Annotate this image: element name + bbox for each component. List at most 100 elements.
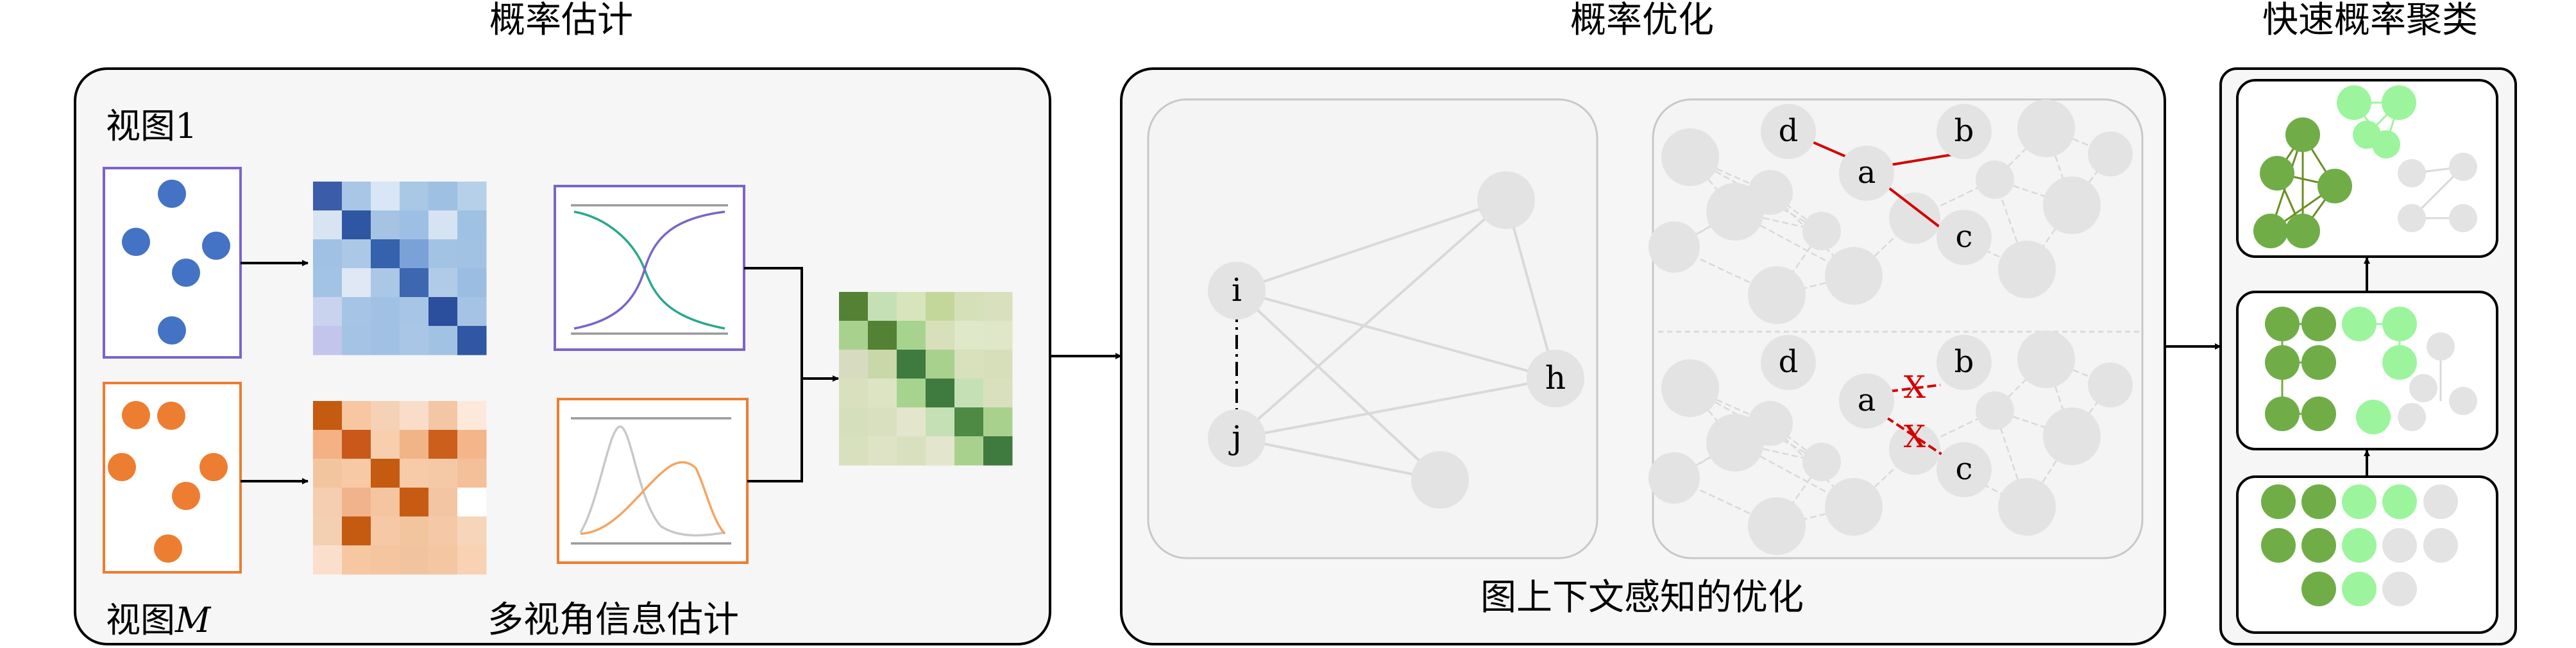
- matrix-cell: [868, 407, 897, 437]
- cluster-node: [2427, 332, 2455, 361]
- graph-edge: [1236, 289, 1556, 380]
- view-1-similarity-matrix: [313, 182, 487, 355]
- cluster-node: [2261, 528, 2296, 563]
- cluster-node: [2423, 528, 2458, 563]
- matrix-cell: [428, 459, 458, 488]
- matrix-cell: [400, 268, 429, 298]
- matrix-cell: [428, 488, 458, 517]
- matrix-cell: [342, 516, 371, 546]
- matrix-cell: [897, 379, 926, 408]
- matrix-cell: [897, 436, 926, 466]
- matrix-cell: [371, 459, 400, 488]
- matrix-cell: [313, 326, 343, 355]
- matrix-cell: [342, 210, 371, 240]
- context-node: [1748, 266, 1806, 324]
- matrix-cell: [400, 488, 429, 517]
- initial-stage-nodes: [2261, 484, 2458, 606]
- cluster-node: [2382, 85, 2416, 120]
- matrix-cell: [371, 401, 400, 431]
- cluster-node: [2265, 396, 2300, 431]
- cluster-node: [2301, 396, 2336, 431]
- graph-node-j: j: [1208, 409, 1266, 467]
- matrix-cell: [839, 379, 869, 408]
- matrix-cell: [457, 459, 487, 488]
- context-node: [1976, 391, 2014, 430]
- cluster-node: [2301, 307, 2336, 341]
- matrix-cell: [897, 350, 926, 379]
- context-node: [2088, 362, 2133, 407]
- matrix-cell: [457, 401, 487, 431]
- final-stage-nodes: [2253, 85, 2477, 248]
- context-node: [1748, 170, 1793, 215]
- cluster-node: [2342, 484, 2377, 519]
- matrix-cell: [342, 488, 371, 517]
- matrix-cell: [428, 545, 458, 575]
- matrix-cell: [400, 210, 429, 240]
- cluster-node: [2382, 307, 2417, 341]
- view-m-point: [122, 401, 150, 429]
- graph-edge: [1235, 199, 1507, 439]
- view-m-point: [172, 482, 200, 510]
- matrix-cell: [342, 326, 371, 355]
- context-node: [1889, 423, 1940, 475]
- cluster-node: [2449, 153, 2477, 181]
- node-label-h: h: [1545, 359, 1566, 396]
- context-node: [1661, 359, 1719, 417]
- matrix-cell: [313, 297, 343, 327]
- matrix-cell: [400, 401, 429, 431]
- cluster-node: [2423, 484, 2458, 519]
- matrix-cell: [868, 350, 897, 379]
- context-node: [1748, 497, 1806, 555]
- cluster-node: [2301, 528, 2336, 563]
- matrix-cell: [839, 350, 869, 379]
- cluster-node: [2265, 345, 2300, 380]
- cluster-node: [2342, 572, 2377, 606]
- matrix-cell: [400, 516, 429, 546]
- view-1-distribution-box: [554, 185, 745, 351]
- cluster-node: [2382, 528, 2417, 563]
- cluster-node: [2301, 345, 2336, 380]
- view-m-point: [108, 453, 136, 481]
- context-node: [1825, 247, 1883, 305]
- view-m-label: 视图M: [106, 600, 212, 640]
- matrix-cell: [954, 321, 984, 350]
- matrix-cell: [371, 239, 400, 269]
- matrix-cell: [342, 268, 371, 298]
- view-m-point: [154, 534, 182, 563]
- matrix-cell: [983, 350, 1013, 379]
- matrix-cell: [313, 210, 343, 240]
- matrix-cell: [371, 268, 400, 298]
- cluster-node: [2449, 387, 2477, 415]
- view-m-curve-orange: [580, 461, 726, 535]
- matrix-cell: [457, 326, 487, 355]
- matrix-cell: [371, 297, 400, 327]
- matrix-cell: [428, 516, 458, 546]
- matrix-cell: [342, 459, 371, 488]
- matrix-cell: [428, 430, 458, 459]
- cluster-node: [2398, 159, 2426, 187]
- matrix-cell: [457, 545, 487, 575]
- middle-stage-nodes: [2265, 307, 2477, 434]
- matrix-cell: [313, 268, 343, 298]
- context-node: [2043, 176, 2101, 234]
- cluster-node: [2382, 345, 2417, 380]
- cluster-node: [2261, 484, 2296, 519]
- estimation-title: 概率估计: [489, 0, 633, 41]
- matrix-cell: [983, 292, 1013, 321]
- cluster-node: [2301, 572, 2336, 606]
- view-m-similarity-matrix: [313, 401, 487, 575]
- matrix-cell: [371, 516, 400, 546]
- bottom-cut-edges: [1885, 384, 1945, 457]
- matrix-cell: [428, 268, 458, 298]
- cluster-node: [2449, 204, 2477, 232]
- matrix-cell: [342, 297, 371, 327]
- matrix-cell: [371, 326, 400, 355]
- matrix-cell: [371, 210, 400, 240]
- matrix-cell: [342, 182, 371, 211]
- view-1-point: [122, 228, 150, 256]
- matrix-cell: [400, 239, 429, 269]
- context-node: [1802, 212, 1841, 250]
- graph-edge: [1505, 200, 1557, 379]
- matrix-cell: [926, 407, 955, 437]
- cluster-node: [2260, 156, 2294, 191]
